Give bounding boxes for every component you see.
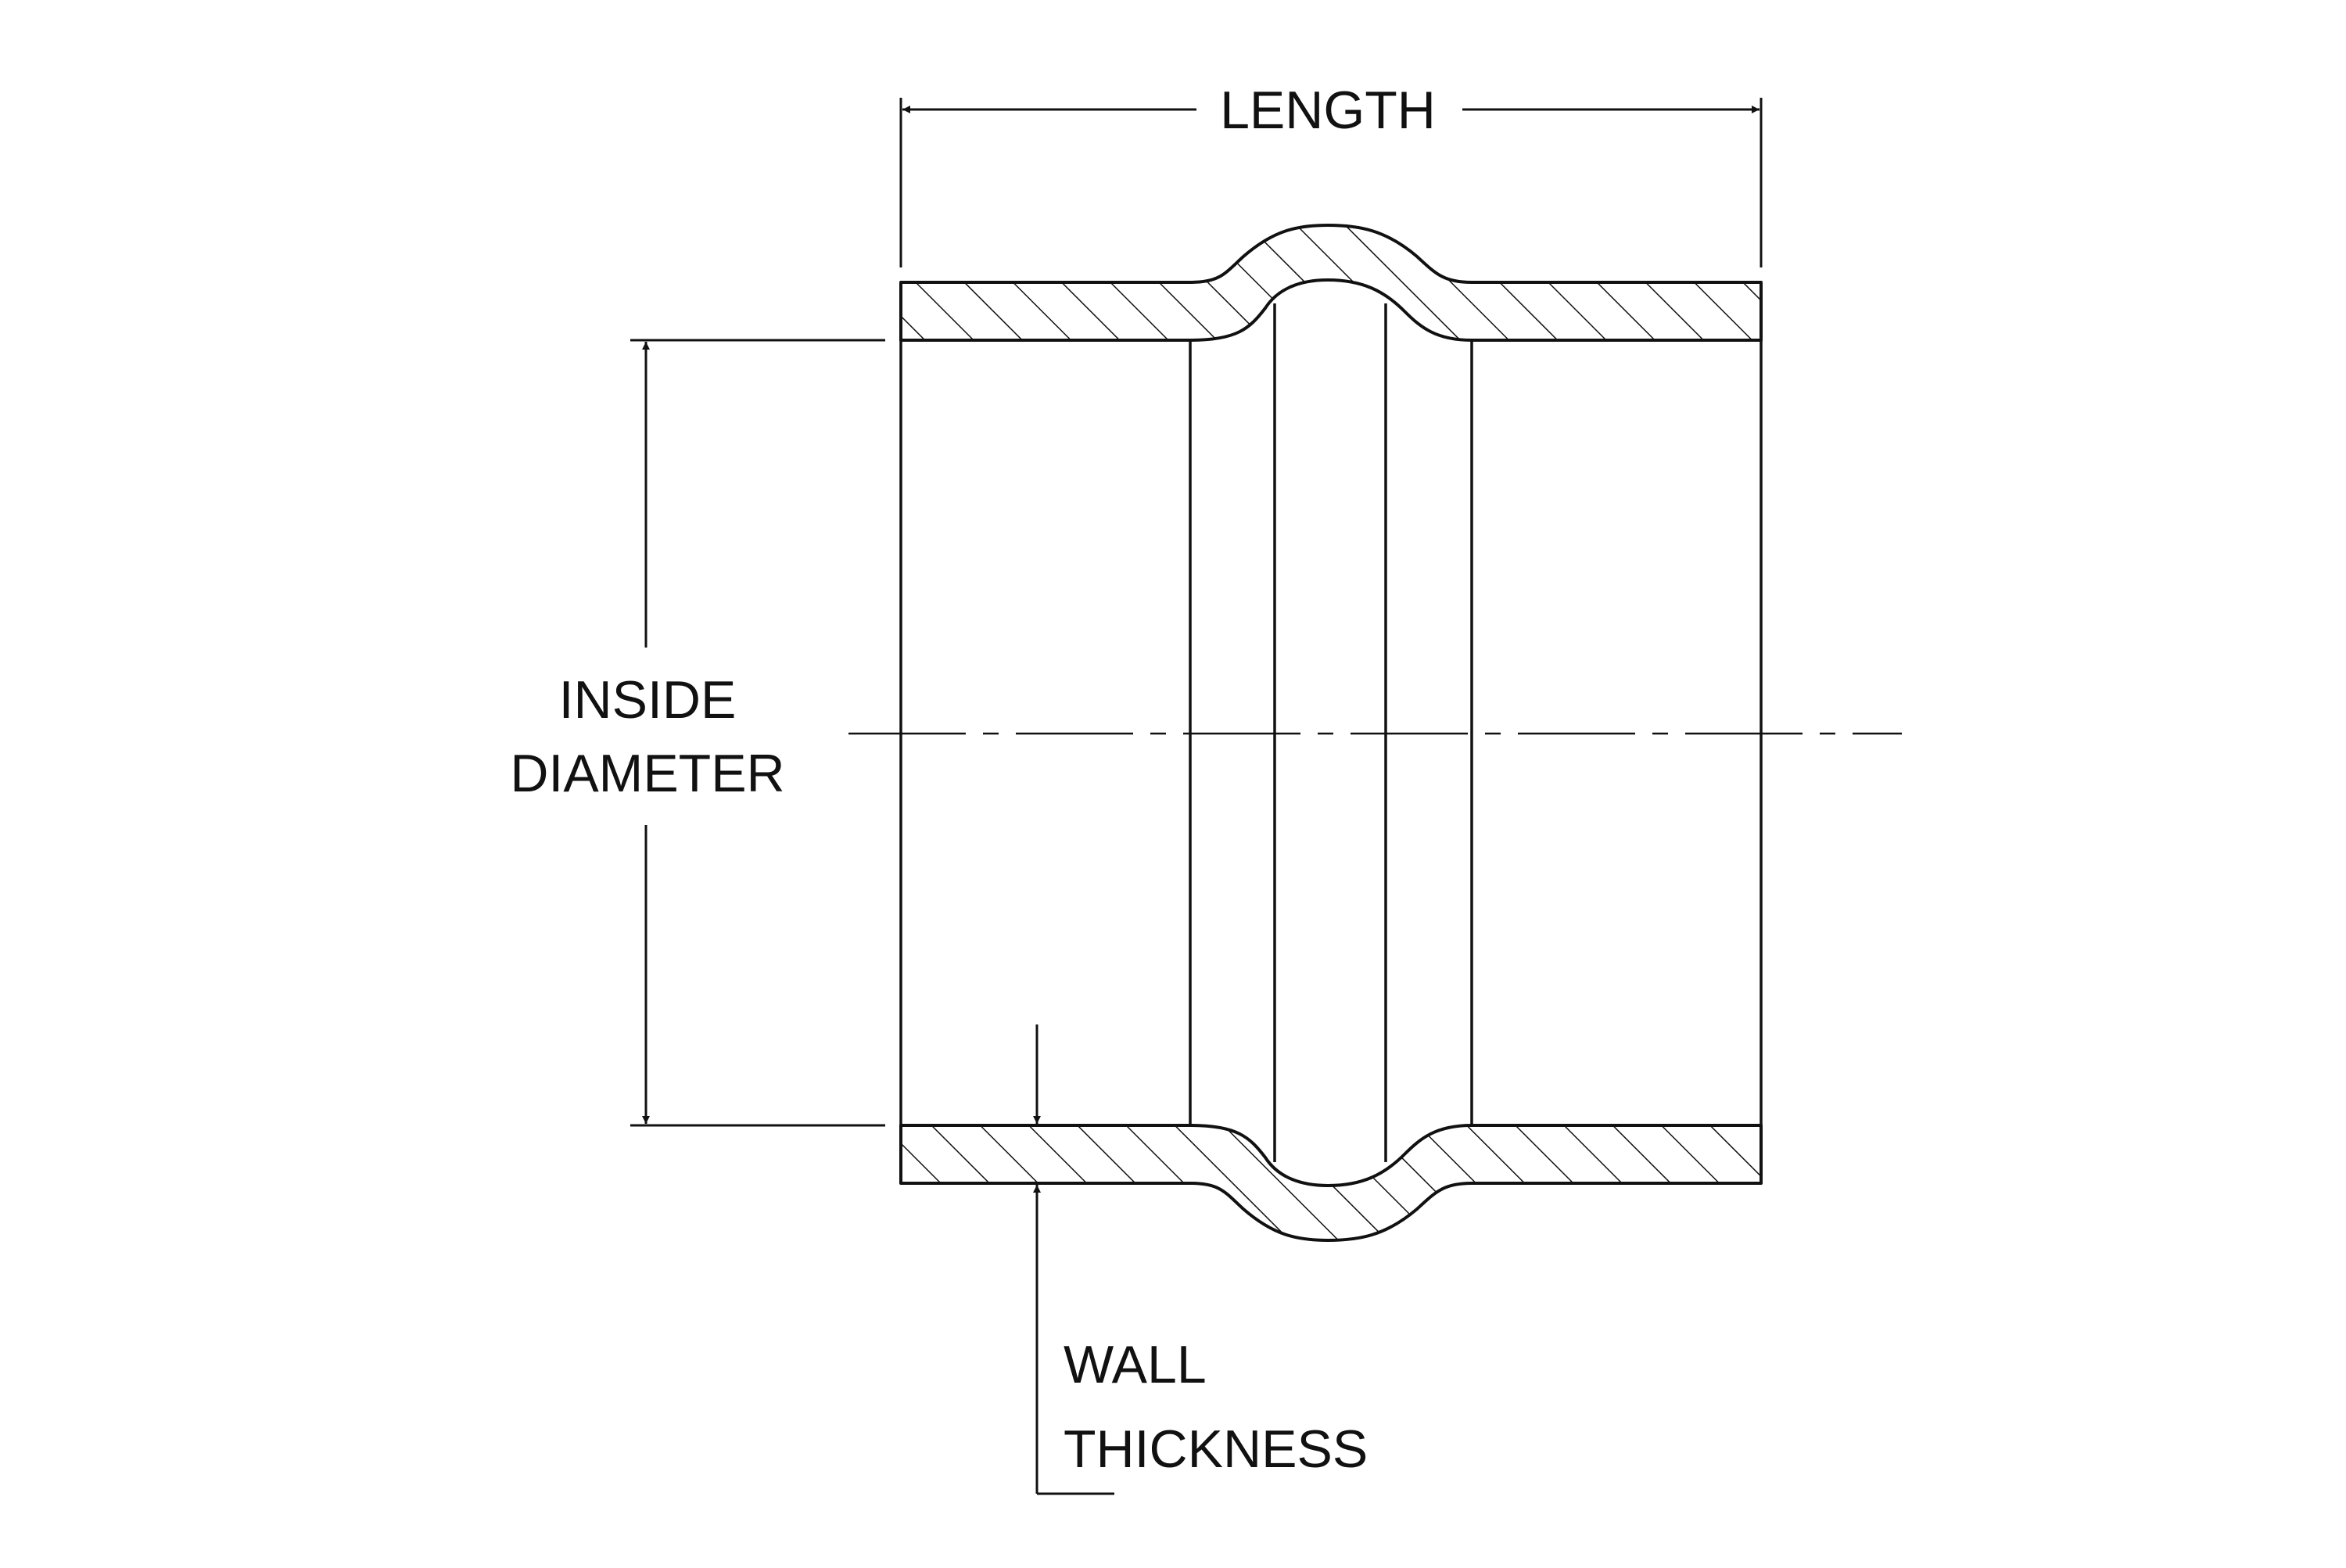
top-wall-section <box>899 224 1763 342</box>
inside-diameter-dimension <box>630 339 885 1127</box>
inside-diameter-label-line2: DIAMETER <box>510 744 784 803</box>
inside-diameter-label-line1: INSIDE <box>559 670 737 730</box>
wall-thickness-label-line2: THICKNESS <box>1064 1419 1368 1479</box>
length-dimension <box>899 98 1763 267</box>
length-label: LENGTH <box>1220 81 1436 140</box>
wall-thickness-dimension <box>1033 1024 1114 1495</box>
bottom-wall-section <box>899 1124 1763 1242</box>
wall-thickness-label-line1: WALL <box>1064 1335 1207 1394</box>
